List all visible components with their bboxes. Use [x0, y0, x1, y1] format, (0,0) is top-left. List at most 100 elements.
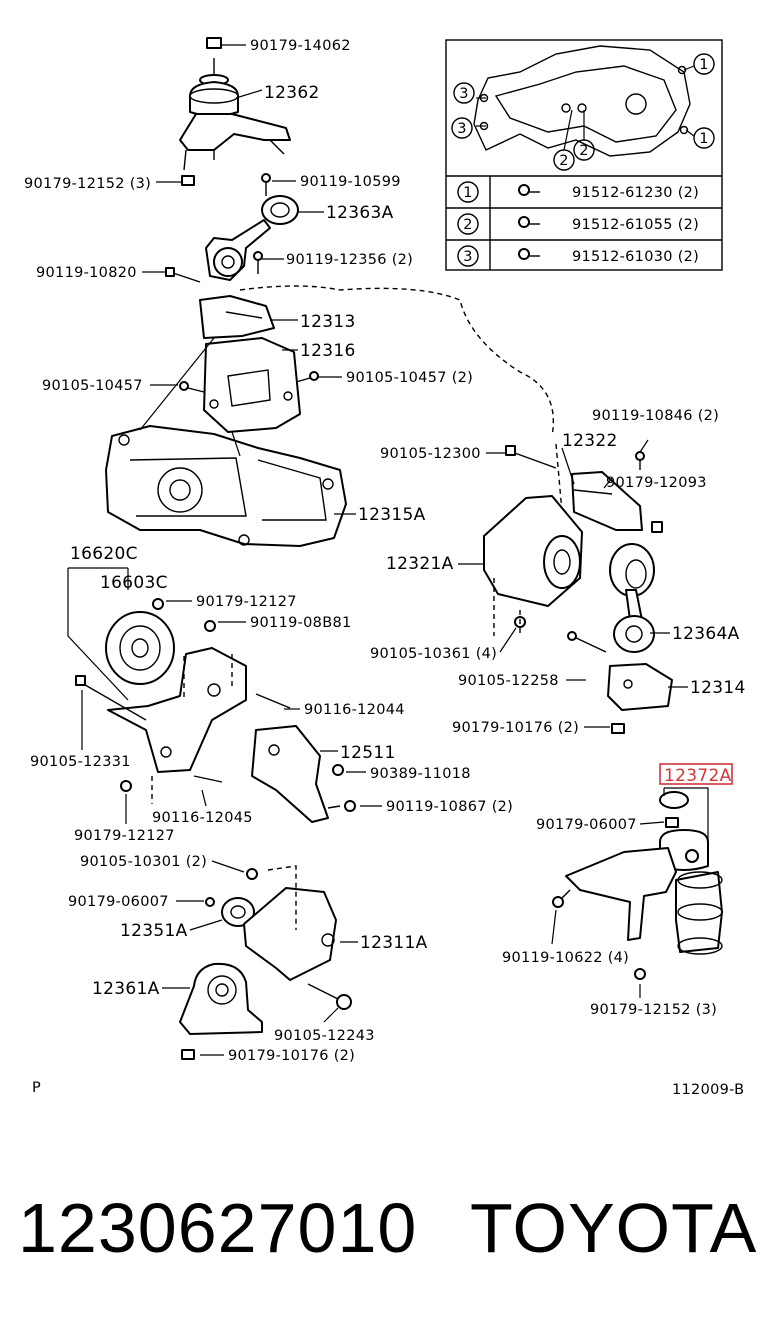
highlight-box	[659, 763, 733, 785]
label-12362: 12362	[264, 83, 320, 103]
torque-rod-12364A	[567, 543, 655, 653]
inset-detail: 1 1 3 3 2 2 1 91512-61230 (2) 2 91512-61…	[445, 39, 723, 271]
nut-icon	[651, 521, 663, 533]
bracket-16620C	[75, 598, 291, 792]
bracket-12313	[199, 295, 275, 339]
bolt-icon	[518, 248, 540, 260]
bolt-icon	[307, 983, 352, 1010]
bolt-icon	[295, 371, 319, 383]
bolt-icon	[518, 216, 540, 228]
label-12313: 12313	[300, 312, 356, 332]
legend-row-2: 2 91512-61055 (2)	[457, 213, 699, 235]
label-90179-10176-bottom: 90179-10176 (2)	[228, 1048, 355, 1064]
label-90105-10457-left: 90105-10457	[42, 378, 143, 394]
bolt-icon	[327, 800, 356, 812]
svg-text:3: 3	[457, 121, 467, 137]
nut-icon	[665, 817, 679, 828]
bolt-icon	[246, 868, 258, 880]
pulley-16603C	[105, 611, 175, 685]
inset-mark-2a: 2	[553, 149, 575, 171]
top-engine-mount	[179, 37, 291, 186]
label-90179-12093: 90179-12093	[606, 475, 707, 491]
nut-icon	[120, 780, 132, 792]
inset-mark-3a: 3	[453, 82, 475, 104]
bolt-icon	[552, 889, 571, 908]
label-12363A: 12363A	[326, 203, 394, 223]
bolt-icon	[567, 631, 607, 653]
label-90105-10457-right: 90105-10457 (2)	[346, 370, 473, 386]
nut-icon	[181, 1049, 195, 1060]
label-90119-08B81: 90119-08B81	[250, 615, 352, 631]
label-12315A: 12315A	[358, 505, 426, 525]
svg-text:1: 1	[699, 131, 709, 147]
svg-text:3: 3	[459, 86, 469, 102]
stud-icon	[255, 693, 291, 709]
label-90105-12300: 90105-12300	[380, 446, 481, 462]
label-90119-10820: 90119-10820	[36, 265, 137, 281]
label-90179-12152-top: 90179-12152 (3)	[24, 176, 151, 192]
bushing-12351A	[205, 868, 258, 927]
inset-mark-2b: 2	[573, 139, 595, 161]
figure-code: 112009-B	[672, 1082, 744, 1098]
label-12321A: 12321A	[386, 554, 454, 574]
mount-12372A	[552, 787, 723, 980]
label-12372A: 12372A	[664, 766, 732, 786]
label-16620C: 16620C	[70, 544, 138, 564]
label-90119-10622: 90119-10622 (4)	[502, 950, 629, 966]
label-90116-12044: 90116-12044	[304, 702, 405, 718]
bracket-12314	[607, 663, 673, 734]
label-90179-14062: 90179-14062	[250, 38, 351, 54]
nut-icon	[634, 968, 646, 980]
label-12364A: 12364A	[672, 624, 740, 644]
nut-icon	[205, 897, 215, 907]
label-12351A: 12351A	[120, 921, 188, 941]
svg-text:3: 3	[463, 249, 473, 265]
leader-lines	[81, 44, 688, 1056]
label-90119-10867: 90119-10867 (2)	[386, 799, 513, 815]
svg-text:2: 2	[559, 153, 569, 169]
svg-text:91512-61230 (2): 91512-61230 (2)	[572, 185, 699, 201]
label-90105-12258: 90105-12258	[458, 673, 559, 689]
label-90119-12356: 90119-12356 (2)	[286, 252, 413, 268]
nut-icon	[685, 849, 699, 863]
svg-text:2: 2	[463, 217, 473, 233]
label-12316: 12316	[300, 341, 356, 361]
part-labels: 90179-14062 12362 90179-12152 (3) 90119-…	[24, 38, 745, 1098]
label-12361A: 12361A	[92, 979, 160, 999]
label-90179-12127-bottom: 90179-12127	[74, 828, 175, 844]
label-90119-10846: 90119-10846 (2)	[592, 408, 719, 424]
nut-icon	[206, 37, 222, 49]
label-90105-10301: 90105-10301 (2)	[80, 854, 207, 870]
bolt-icon	[75, 675, 147, 721]
label-90179-12127-top: 90179-12127	[196, 594, 297, 610]
nut-icon	[611, 723, 625, 734]
nut-icon	[181, 175, 195, 186]
bracket-12316	[179, 337, 319, 433]
label-90105-12331: 90105-12331	[30, 754, 131, 770]
bolt-icon	[204, 620, 216, 632]
label-90105-12243: 90105-12243	[274, 1028, 375, 1044]
inset-mark-1b: 1	[693, 127, 715, 149]
label-12322: 12322	[562, 431, 618, 451]
svg-text:91512-61030 (2): 91512-61030 (2)	[572, 249, 699, 265]
bolt-icon	[165, 267, 201, 283]
bracket-12311A	[243, 865, 352, 1010]
page-code: P	[32, 1080, 41, 1096]
bolt-icon	[518, 184, 540, 196]
svg-text:2: 2	[579, 143, 589, 159]
brand-name: TOYOTA	[470, 1189, 758, 1267]
stud-icon	[193, 775, 223, 783]
nut-icon	[332, 764, 344, 776]
legend-row-3: 3 91512-61030 (2)	[457, 245, 699, 267]
bolt-icon	[505, 445, 557, 469]
bolt-icon	[253, 251, 263, 274]
label-90119-10599: 90119-10599	[300, 174, 401, 190]
bracket-12511	[251, 725, 356, 823]
bolt-icon	[179, 381, 205, 393]
label-16603C: 16603C	[100, 573, 168, 593]
label-90179-10176-right: 90179-10176 (2)	[452, 720, 579, 736]
label-90116-12045: 90116-12045	[152, 810, 253, 826]
bolt-icon	[635, 451, 645, 470]
bolt-icon	[261, 173, 271, 196]
label-90179-06007-left: 90179-06007	[68, 894, 169, 910]
